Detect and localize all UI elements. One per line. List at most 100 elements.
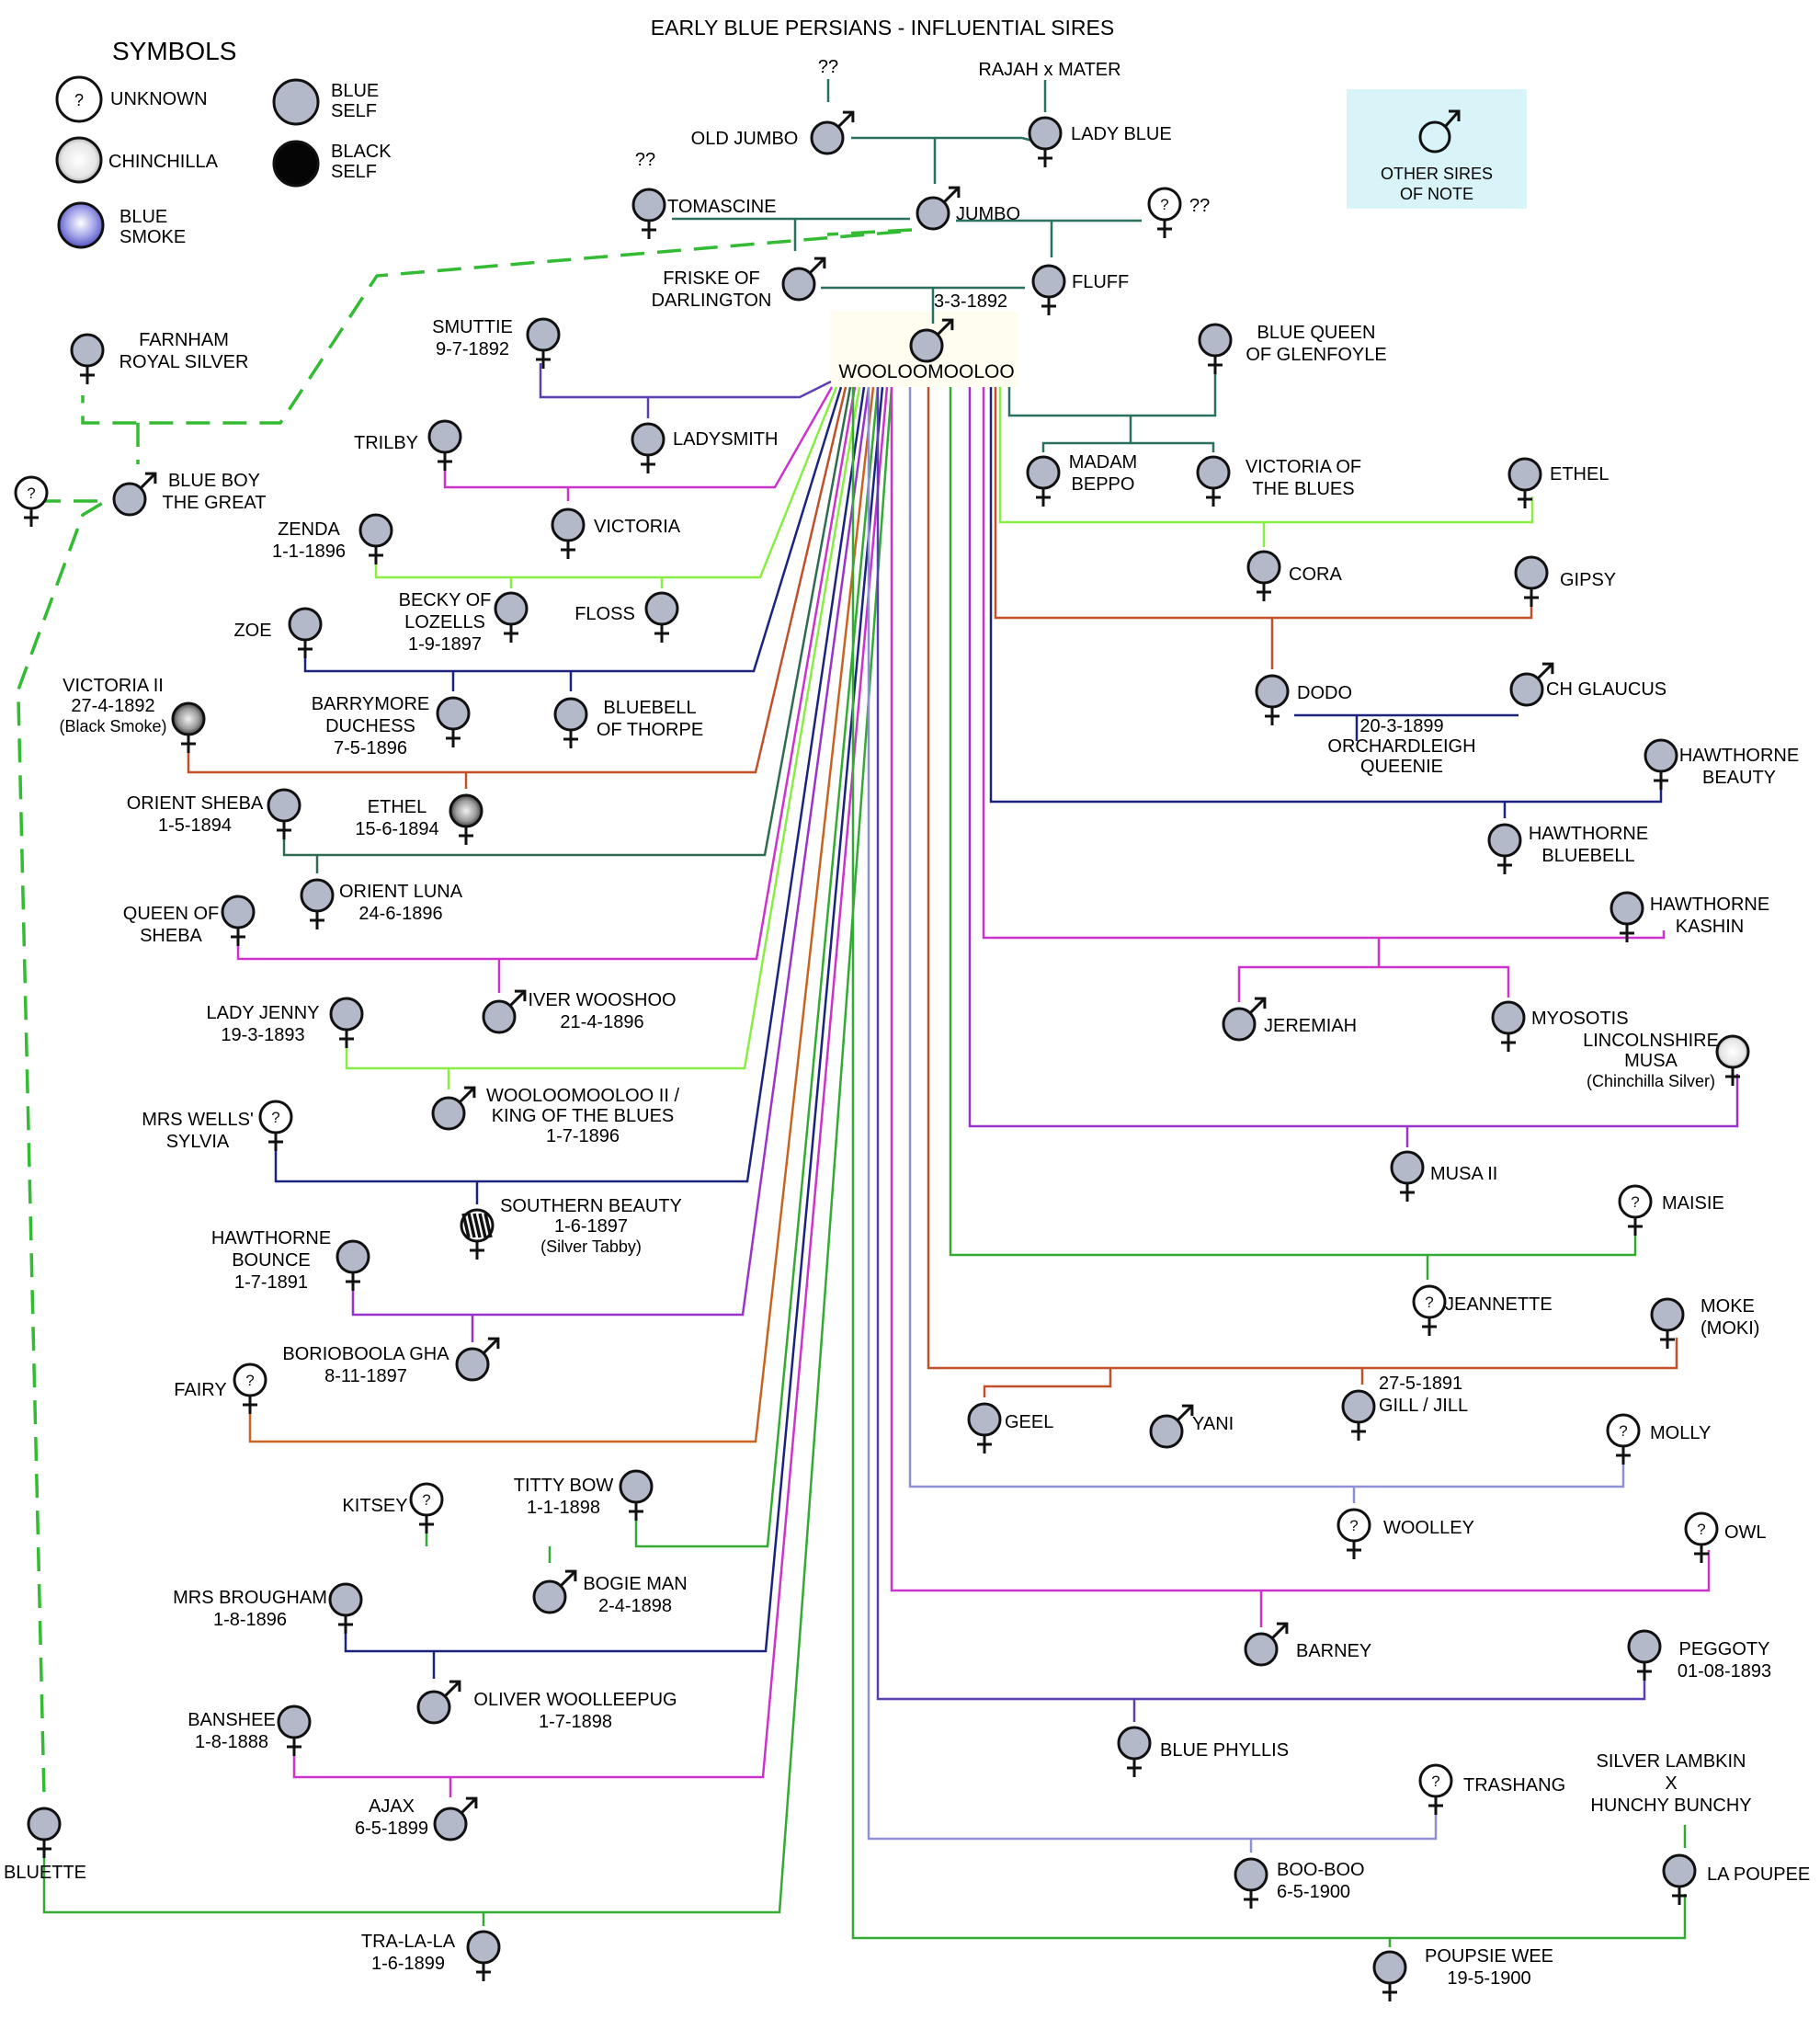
- connector-line: [81, 230, 902, 425]
- female-symbol-icon: ?: [233, 1362, 267, 1414]
- cat-label: RAJAH x MATER: [978, 60, 1120, 80]
- legend-label: SELF: [331, 101, 377, 121]
- cat-label: BLUEBELL: [1541, 846, 1634, 866]
- legend-blue-smoke: BLUE SMOKE: [57, 201, 186, 249]
- female-symbol-icon: [288, 607, 323, 658]
- cat-label: 1-1-1896: [272, 542, 346, 562]
- female-symbol-icon: [171, 701, 206, 753]
- cat-label: 1-1-1898: [527, 1498, 600, 1518]
- cat-moke: MOKE(MOKI): [1650, 1296, 1759, 1349]
- male-symbol-icon: [781, 257, 826, 302]
- cat-wooloomooloo-ii: WOOLOOMOOLOO II /KING OF THE BLUES1-7-18…: [431, 1086, 679, 1146]
- cat-label: 19-5-1900: [1447, 1968, 1530, 1989]
- cat-label: BEPPO: [1072, 474, 1135, 495]
- connector-line: [908, 387, 1625, 1488]
- cat-label: 9-7-1892: [436, 339, 509, 359]
- cat-label: ORCHARDLEIGH: [1327, 736, 1475, 757]
- cat-label: HAWTHORNE: [1679, 746, 1799, 766]
- cat-cora: CORA: [1246, 550, 1342, 601]
- black-self-swatch-icon: [272, 140, 320, 188]
- female-symbol-icon: [1246, 550, 1281, 601]
- cat-label: MRS WELLS': [142, 1110, 254, 1130]
- connector-line: [672, 217, 910, 251]
- cat-label: ??: [635, 150, 655, 170]
- female-symbol-icon: [1662, 1853, 1697, 1905]
- cat-jeannette: ?JEANNETTE: [1412, 1284, 1553, 1336]
- cat-label: 01-08-1893: [1678, 1661, 1771, 1682]
- male-symbol-icon: [455, 1337, 500, 1382]
- cat-musa-ii: MUSA II: [1390, 1150, 1497, 1202]
- cat-label: KITSEY: [342, 1496, 407, 1516]
- female-symbol-icon: [1610, 891, 1644, 942]
- female-symbol-icon: [1031, 264, 1066, 315]
- female-symbol-icon: [329, 997, 364, 1048]
- cat-label: 1-6-1897: [554, 1216, 628, 1237]
- cat-trashang: ?TRASHANG: [1418, 1763, 1565, 1815]
- female-symbol-icon: [1627, 1629, 1662, 1681]
- legend-label: SMOKE: [119, 227, 186, 247]
- female-symbol-icon: ?: [258, 1100, 293, 1151]
- connector-line: [956, 219, 1142, 257]
- female-symbol-icon: [494, 591, 529, 643]
- male-symbol-icon: [416, 1680, 461, 1725]
- female-symbol-icon: [1390, 1150, 1425, 1202]
- cat-label: 8-11-1897: [324, 1366, 407, 1386]
- cat-geel: GEEL: [967, 1402, 1053, 1454]
- cat-label: YANI: [1192, 1414, 1234, 1434]
- cat-label: 1-9-1897: [408, 634, 482, 655]
- female-symbol-icon: [436, 696, 471, 747]
- legend-blue-self: BLUE SELF: [272, 78, 379, 126]
- female-symbol-icon: [328, 1582, 363, 1634]
- cat-zoe: ZOE: [233, 607, 323, 658]
- cat-label: SOUTHERN BEAUTY: [500, 1196, 682, 1216]
- female-symbol-icon: [1372, 1950, 1407, 2001]
- cat-label: X: [1665, 1773, 1677, 1794]
- cat-label: QUEENIE: [1360, 757, 1443, 777]
- connector-line: [187, 386, 847, 774]
- cat-yani: YANI: [1149, 1404, 1234, 1449]
- connector-line: [851, 136, 1022, 184]
- cat-jeremiah: JEREMIAH: [1222, 997, 1357, 1042]
- female-symbol-icon: [1491, 1000, 1526, 1052]
- cat-fairy: ?FAIRY: [174, 1362, 267, 1414]
- unknown-glyph: ?: [1697, 1521, 1705, 1538]
- cat-label: ??: [1189, 196, 1210, 216]
- other-sires-note: OTHER SIRES OF NOTE: [1347, 89, 1527, 209]
- unknown-glyph: ?: [245, 1372, 254, 1389]
- female-symbol-icon: ?: [1418, 1763, 1453, 1815]
- unknown-glyph: ?: [1619, 1422, 1627, 1440]
- cat-label: BORIOBOOLA GHA: [282, 1344, 449, 1364]
- cat-label: 1-6-1899: [371, 1954, 445, 1974]
- note-line: OTHER SIRES: [1381, 165, 1493, 183]
- cat-label: BLUETTE: [4, 1863, 86, 1883]
- female-symbol-icon: [1255, 674, 1290, 725]
- female-symbol-icon: [460, 1208, 495, 1260]
- connector-line: [539, 363, 832, 399]
- legend-label: BLACK: [331, 142, 392, 162]
- cat-label: OF GLENFOYLE: [1246, 345, 1386, 365]
- cat-label: WOOLOOMOOLOO: [838, 361, 1014, 382]
- cat-label: THE GREAT: [163, 493, 267, 513]
- cat-label: BOUNCE: [232, 1250, 311, 1271]
- cat-floss: FLOSS: [574, 591, 679, 643]
- unknown-glyph: ?: [1631, 1193, 1639, 1211]
- cat-label: 6-5-1899: [355, 1818, 428, 1839]
- cat-ladysmith: LADYSMITH: [631, 422, 778, 473]
- cat-label: VICTORIA OF: [1246, 457, 1361, 477]
- cat-label: 21-4-1896: [560, 1012, 643, 1032]
- cat-label: FRISKE OF: [663, 268, 760, 289]
- cat-victoria: VICTORIA: [551, 507, 681, 559]
- connector-line: [509, 577, 664, 588]
- chinchilla-swatch-icon: [55, 136, 103, 184]
- connector-line: [248, 386, 875, 1443]
- connector-line: [374, 386, 838, 579]
- legend-label: BLUE: [119, 207, 167, 227]
- cat-qq3: ???: [1147, 187, 1210, 238]
